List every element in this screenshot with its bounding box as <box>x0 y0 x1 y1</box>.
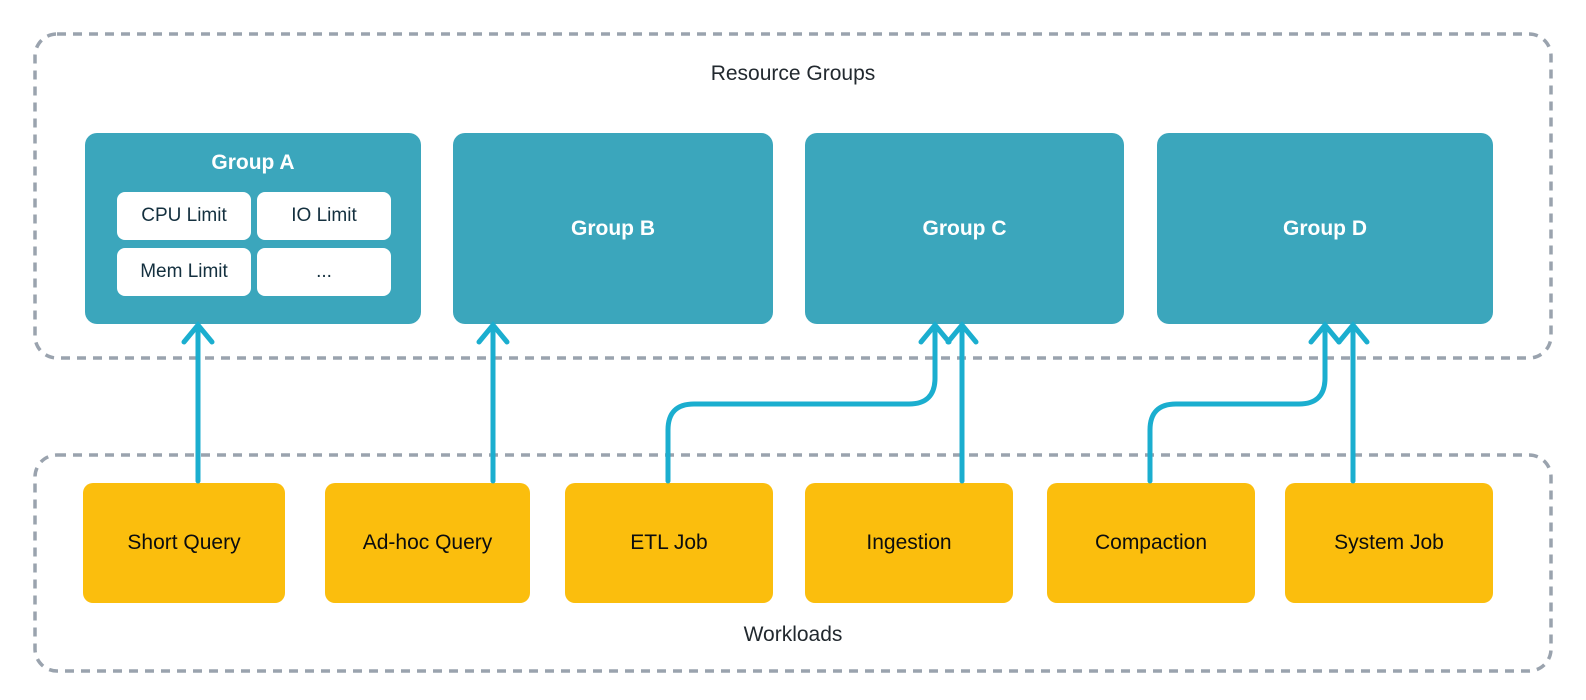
more-limits-box: ... <box>257 248 391 296</box>
arrow-ingestion-to-group-c <box>945 321 979 484</box>
group-b-label: Group B <box>571 216 655 240</box>
arrow-system-job-to-group-d <box>1336 321 1370 484</box>
arrow-compaction-to-group-d <box>1147 321 1342 484</box>
io-limit-box: IO Limit <box>257 192 391 240</box>
arrow-etl-job-to-group-c <box>665 321 952 484</box>
workload-etl-job: ETL Job <box>565 483 773 603</box>
mem-limit-box: Mem Limit <box>117 248 251 296</box>
group-c-box: Group C <box>805 133 1124 324</box>
group-a-label: Group A <box>211 151 295 174</box>
resource-groups-title: Resource Groups <box>710 62 876 85</box>
group-a-box: Group A CPU Limit IO Limit Mem Limit ... <box>85 133 421 324</box>
workload-short-query: Short Query <box>83 483 285 603</box>
workloads-title: Workloads <box>743 623 843 646</box>
arrow-short-query-to-group-a <box>181 321 215 484</box>
group-d-label: Group D <box>1283 216 1367 240</box>
group-b-box: Group B <box>453 133 773 324</box>
workload-ingestion: Ingestion <box>805 483 1013 603</box>
workload-compaction: Compaction <box>1047 483 1255 603</box>
group-c-label: Group C <box>922 216 1007 240</box>
cpu-limit-box: CPU Limit <box>117 192 251 240</box>
arrow-adhoc-query-to-group-b <box>476 321 510 484</box>
workload-adhoc-query: Ad-hoc Query <box>325 483 530 603</box>
workload-system-job: System Job <box>1285 483 1493 603</box>
group-d-box: Group D <box>1157 133 1493 324</box>
